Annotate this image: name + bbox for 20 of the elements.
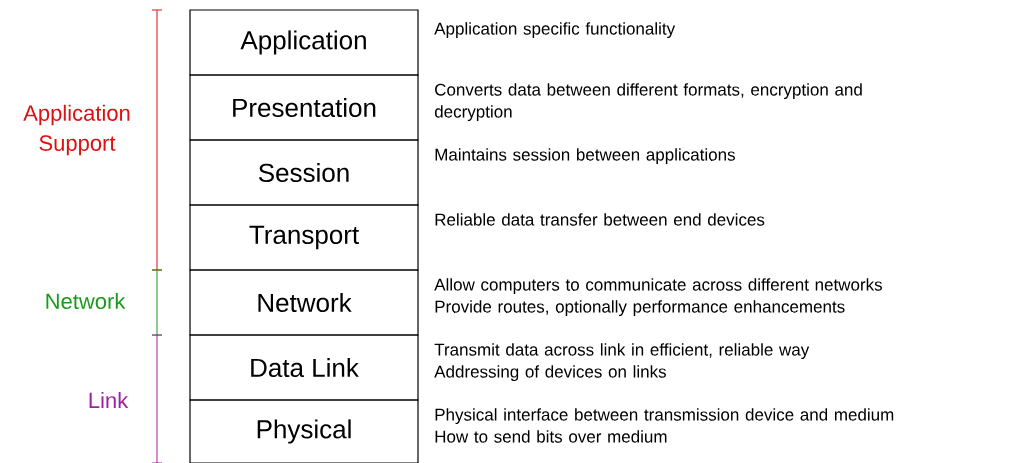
layer-box: Data Link (189, 334, 419, 401)
group-label: Network (46, 292, 126, 310)
description-text: Addressing of devices on links (434, 365, 666, 382)
group-label: Application Support (23, 104, 130, 156)
description-text: Application specific functionality (434, 22, 676, 39)
description-text: Physical interface between transmission device and medium (435, 408, 894, 425)
description-text: Maintains session between applications (435, 148, 735, 165)
layer-box: Transport (189, 204, 419, 271)
layer-box: Physical (189, 399, 419, 463)
description-text: Allow computers to communicate across different networks (434, 278, 882, 295)
layer-box: Network (189, 269, 419, 336)
group-label: Link (89, 392, 129, 408)
description-text: Converts data between different formats, encryption and decryption (434, 83, 862, 122)
description-text: How to send bits over medium (435, 430, 667, 443)
layer-box: Presentation (189, 74, 419, 141)
description-text: Transmit data across link in efficient, reliable way (434, 343, 810, 360)
description-text: Provide routes, optionally performance enhancements (435, 300, 845, 317)
layer-box: Session (189, 139, 419, 206)
layer-box: Application (189, 9, 419, 76)
description-text: Reliable data transfer between end devices (435, 213, 765, 226)
